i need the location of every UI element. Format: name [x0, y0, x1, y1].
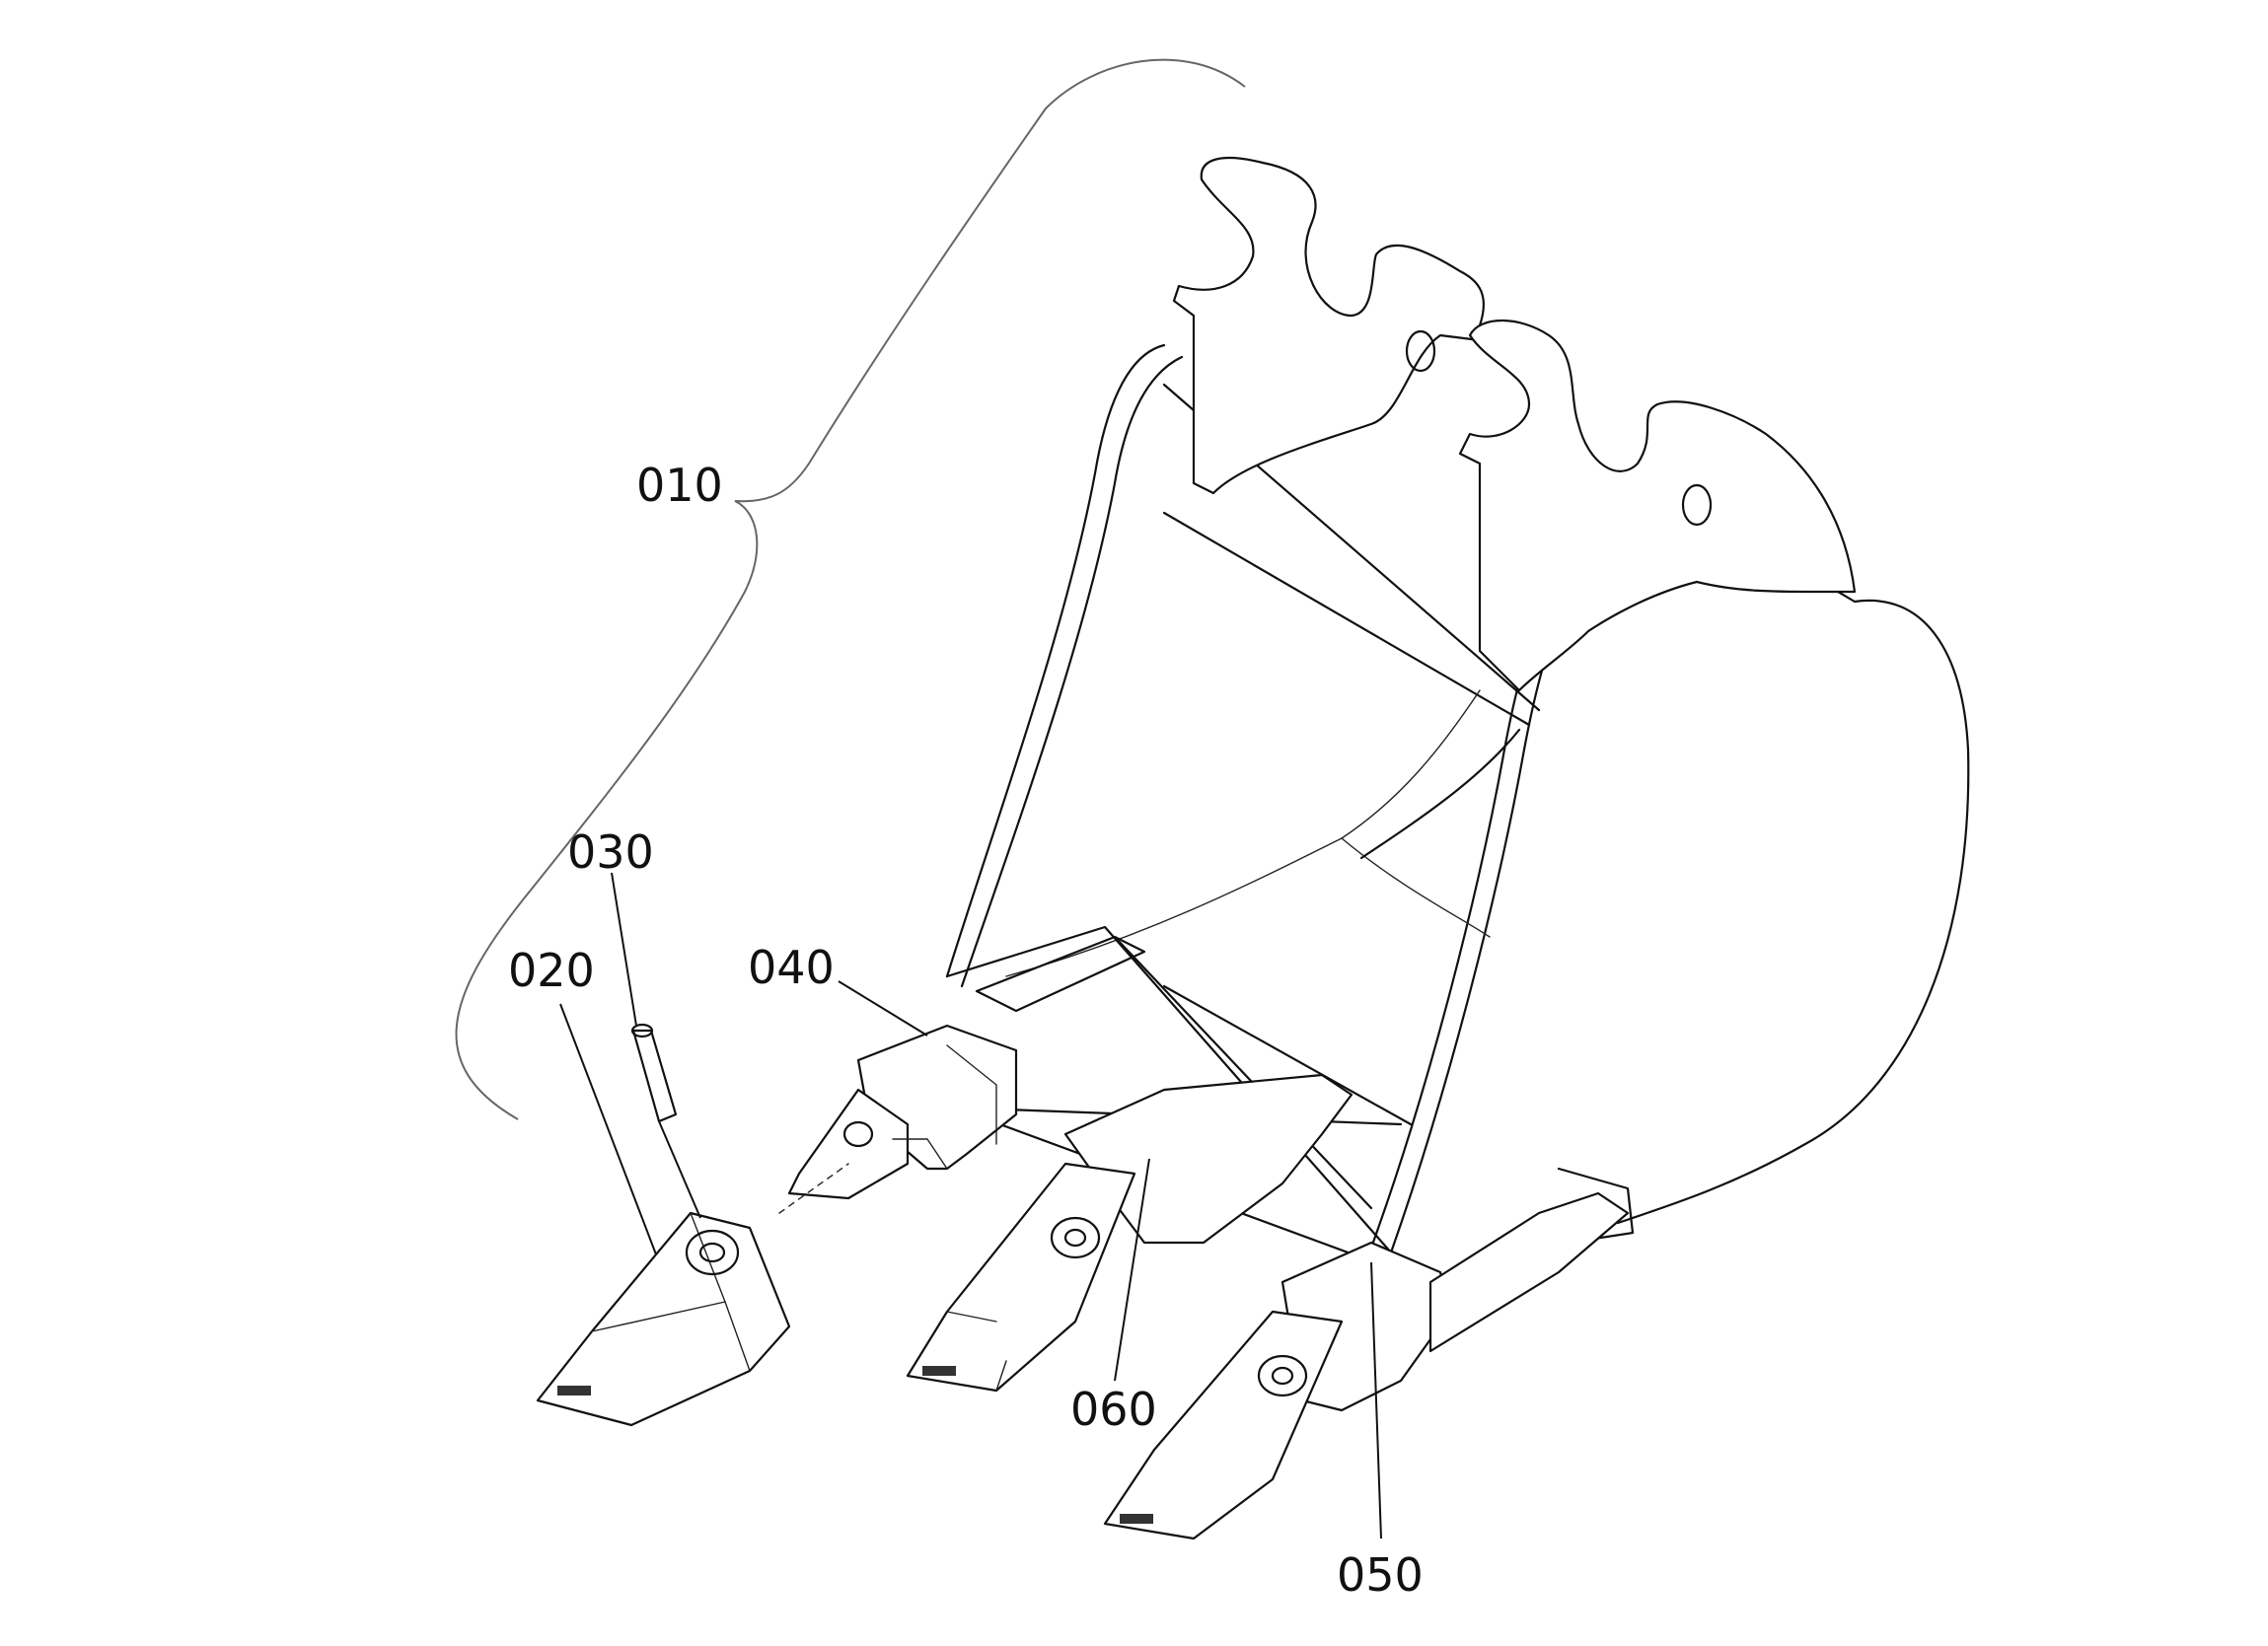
tooth-060: [906, 1073, 1353, 1393]
leader-020: [559, 1003, 657, 1255]
tooth-020: [536, 1211, 791, 1427]
leader-pin-to-adapter: [778, 1163, 849, 1214]
callout-040: 040: [748, 941, 835, 994]
callout-030: 030: [567, 825, 654, 879]
bucket-body: [945, 343, 1970, 1254]
hanger-plate-right: [1458, 319, 1857, 692]
callout-050: 050: [1337, 1548, 1424, 1602]
leader-040: [838, 980, 928, 1037]
leader-030: [611, 872, 701, 1219]
assembly-brace: [455, 58, 1246, 1120]
hanger-plate-left: [1172, 157, 1485, 495]
leader-050: [1370, 1261, 1382, 1539]
leader-060: [1114, 1158, 1150, 1382]
callout-060: 060: [1070, 1383, 1157, 1436]
callout-010: 010: [636, 459, 723, 512]
pin-030: [630, 1023, 678, 1123]
adapter-040: [787, 1024, 1018, 1200]
tooth-050: [1103, 1191, 1630, 1540]
callout-020: 020: [508, 944, 595, 997]
